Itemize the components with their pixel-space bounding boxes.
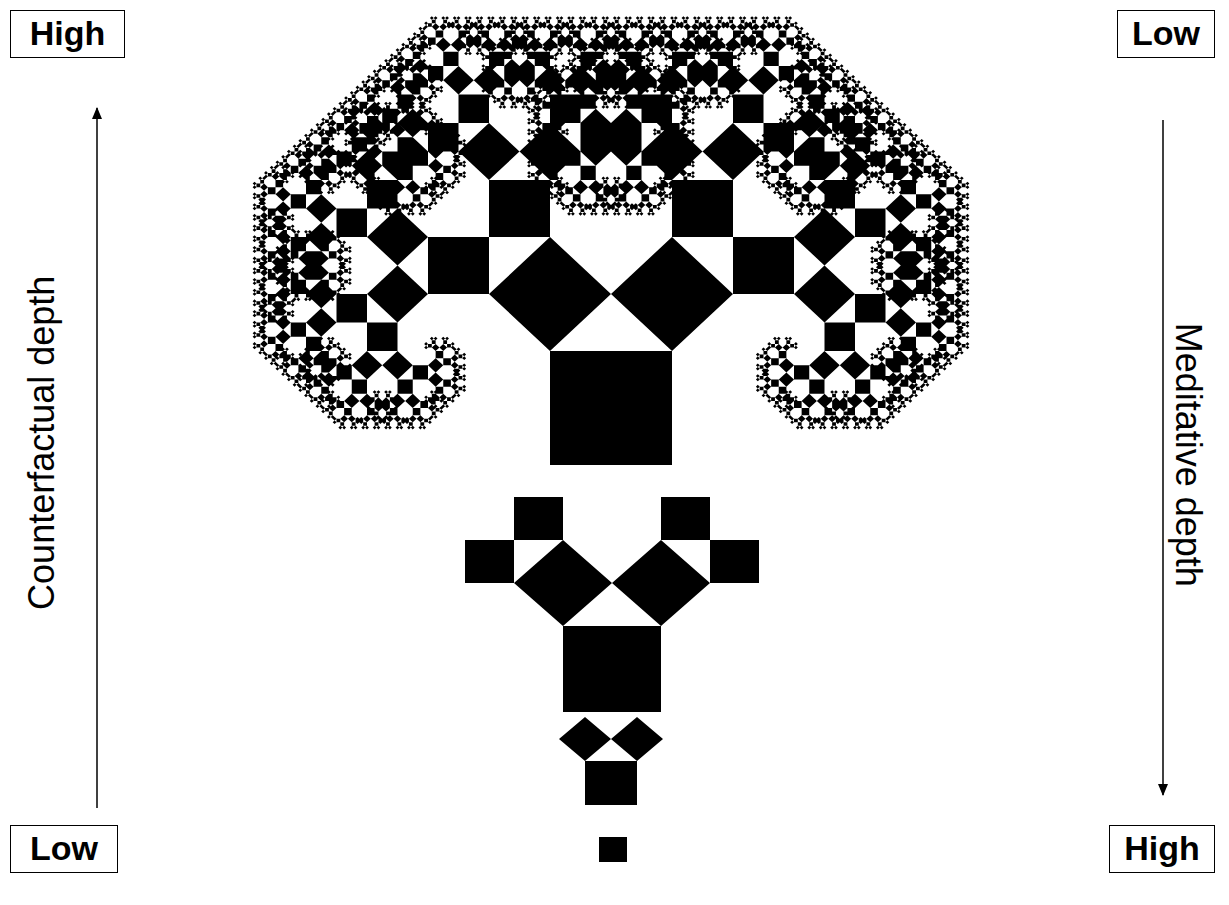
level-box: Low (1117, 10, 1215, 58)
axis-label: Meditative depth (1168, 323, 1208, 587)
axis-arrow (1162, 120, 1164, 795)
tree-squares (465, 497, 759, 712)
level-text: High (1124, 830, 1200, 867)
level-text: Low (1132, 15, 1200, 52)
axis-arrow (96, 108, 98, 808)
level-box: High (10, 10, 125, 58)
level-text: Low (30, 830, 98, 867)
axis-label: Counterfactual depth (22, 276, 62, 610)
tree-squares (253, 16, 970, 465)
level-text: High (30, 15, 106, 52)
tree-squares (559, 717, 663, 805)
tree-squares (599, 837, 627, 862)
level-box: High (1109, 825, 1215, 873)
level-box: Low (10, 825, 118, 873)
